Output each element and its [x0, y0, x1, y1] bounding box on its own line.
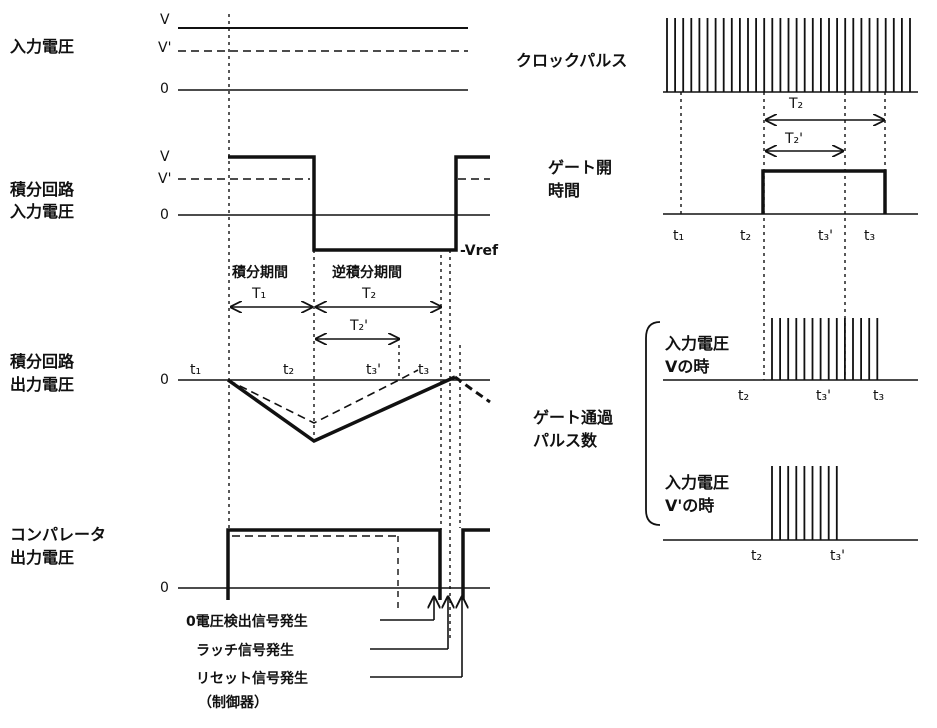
reverse-integration-period-label: 逆積分期間 — [332, 264, 402, 281]
time-t3-label: t₃ — [418, 362, 429, 378]
comparator-v-waveform — [226, 528, 442, 600]
gate-t3p-label: t₃' — [818, 228, 833, 244]
input-voltage-label: 入力電圧 — [10, 37, 74, 56]
comparator-output-panel: 0 0電圧検出信号発生 ラッチ信号発生 リセット信号発生 （制御器） — [160, 528, 490, 711]
gate-t1-label: t₁ — [673, 228, 684, 244]
level-zero-label: 0 — [160, 81, 169, 97]
gate-pulses-vprime — [771, 466, 838, 540]
integration-period-label: 積分期間 — [231, 264, 288, 281]
left-time-guides — [228, 14, 461, 640]
gate-open-label-line1: ゲート開 — [548, 158, 612, 177]
integrator-output-label-line2: 出力電圧 — [10, 375, 74, 394]
vref-label: -Vref — [460, 243, 499, 259]
level-zero-label-4: 0 — [160, 580, 169, 596]
level-vprime-label: V' — [158, 40, 171, 56]
case-v-t3-label: t₃ — [873, 388, 884, 404]
clock-t2-label: T₂ — [788, 96, 803, 112]
time-t2-label: t₂ — [283, 362, 294, 378]
level-zero-label-2: 0 — [160, 207, 169, 223]
case-v-t3p-label: t₃' — [816, 388, 831, 404]
comparator-label-line2: 出力電圧 — [10, 548, 74, 567]
level-v-label: V — [160, 12, 170, 28]
case-vp-label-line2: V'の時 — [665, 496, 714, 515]
gate-open-label-line2: 時間 — [548, 181, 580, 200]
gate-pass-label-line1: ゲート通過 — [533, 408, 614, 427]
comparator-reset-rise — [461, 528, 490, 600]
t2-period-label: T₂ — [361, 286, 376, 302]
case-v-label-line1: 入力電圧 — [665, 334, 729, 353]
level-zero-label-3: 0 — [160, 372, 169, 388]
comparator-label-line1: コンパレータ — [10, 525, 106, 544]
time-t1-label: t₁ — [190, 362, 201, 378]
clock-t2p-label: T₂' — [784, 131, 803, 147]
right-time-guides — [680, 92, 886, 380]
case-vp-label-line1: 入力電圧 — [665, 473, 729, 492]
case-vp-t2-label: t₂ — [751, 548, 762, 564]
case-v-t2-label: t₂ — [738, 388, 749, 404]
case-bracket — [645, 321, 661, 526]
zero-detect-signal-label: 0電圧検出信号発生 — [186, 613, 308, 630]
reset-signal-label: リセット信号発生 — [196, 670, 308, 687]
level-v-label-2: V — [160, 149, 170, 165]
clock-pulse-label: クロックパルス — [516, 51, 627, 70]
t2p-period-label: T₂' — [349, 318, 368, 334]
case-vp-t3p-label: t₃' — [830, 548, 845, 564]
gate-t2-label: t₂ — [740, 228, 751, 244]
gate-pass-label-line2: パルス数 — [533, 431, 598, 450]
integrator-input-label-line1: 積分回路 — [9, 180, 75, 199]
integrator-input-waveform — [228, 155, 490, 252]
controller-label: （制御器） — [198, 694, 268, 711]
input-voltage-panel: V V' 0 — [158, 12, 468, 97]
gate-pulses-v — [771, 318, 879, 380]
integrator-input-label-line2: 入力電圧 — [10, 202, 74, 221]
integrator-input-panel: V V' 0 -Vref — [158, 149, 499, 259]
t1-period-label: T₁ — [251, 286, 266, 302]
integrator-output-v-ramp — [226, 375, 456, 444]
time-t3p-label: t₃' — [366, 362, 381, 378]
integrator-output-vprime-ramp — [227, 369, 419, 424]
gate-open-waveform — [761, 169, 887, 214]
integrator-output-panel: t₁ t₂ t₃' t₃ 0 — [160, 362, 491, 444]
clock-pulse-train — [666, 18, 911, 92]
gate-t3-label: t₃ — [864, 228, 875, 244]
integrator-output-label-line1: 積分回路 — [9, 352, 75, 371]
case-v-label-line2: Vの時 — [665, 357, 709, 376]
level-vprime-label-2: V' — [158, 171, 171, 187]
latch-signal-label: ラッチ信号発生 — [196, 642, 294, 659]
